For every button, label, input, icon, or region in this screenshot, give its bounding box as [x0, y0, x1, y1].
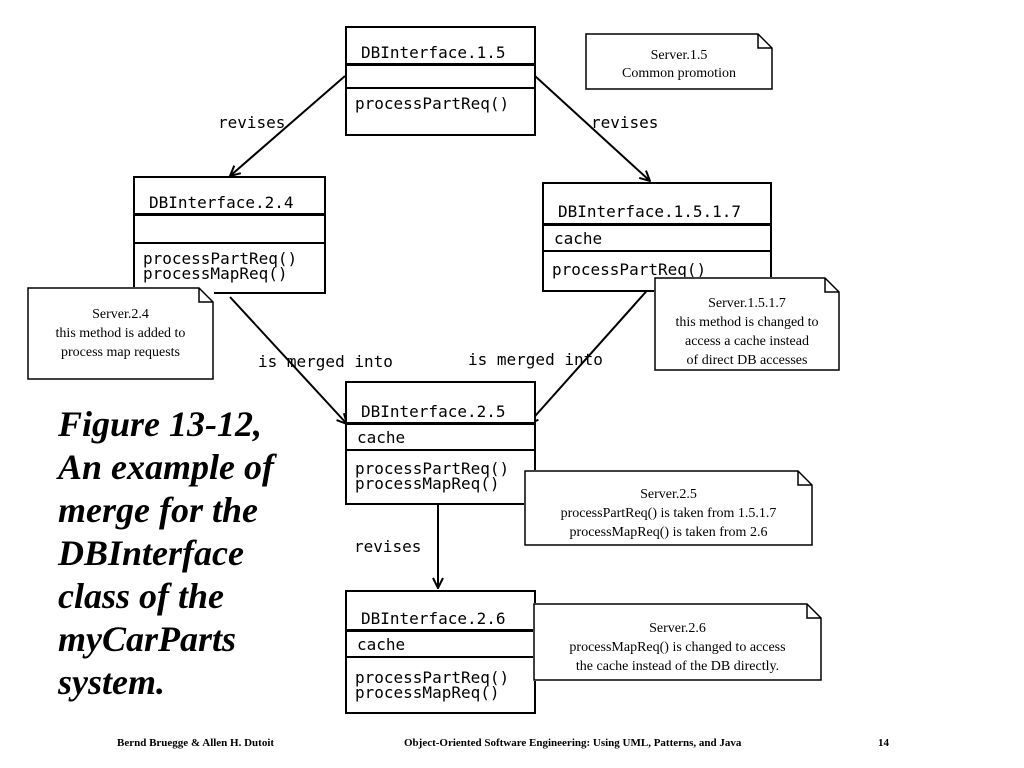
class-dbinterface-2-5[interactable]: DBInterface.2.5 cache processPartReq() p… — [345, 381, 536, 505]
note-line: process map requests — [61, 345, 180, 360]
note-server-2-6: Server.2.6 processMapReq() is changed to… — [533, 603, 822, 681]
figure-caption: Figure 13-12, An example of merge for th… — [58, 403, 318, 704]
operation: processPartReq() — [143, 249, 298, 268]
class-name: DBInterface.2.5 — [347, 383, 534, 425]
note-line: this method is added to — [55, 326, 186, 341]
note-title: Server.2.4 — [92, 307, 149, 322]
class-attributes: cache — [544, 226, 770, 252]
class-dbinterface-1-5[interactable]: DBInterface.1.5 processPartReq() — [345, 26, 536, 136]
note-frame — [27, 287, 214, 380]
class-name: DBInterface.1.5 — [347, 28, 534, 66]
caption-line: Figure 13-12, — [58, 404, 263, 444]
class-attributes — [135, 216, 324, 244]
class-name: DBInterface.1.5.1.7 — [544, 184, 770, 226]
operation: processMapReq() — [355, 683, 500, 702]
class-dbinterface-2-4[interactable]: DBInterface.2.4 processPartReq() process… — [133, 176, 326, 294]
class-attributes: cache — [347, 632, 534, 658]
note-line: this method is changed to — [675, 315, 819, 330]
caption-line: class of the — [58, 576, 224, 616]
footer-authors: Bernd Bruegge & Allen H. Dutoit — [117, 737, 275, 749]
edge-revises-right — [534, 75, 650, 181]
note-server-1-5: Server.1.5 Common promotion — [585, 33, 773, 90]
note-line: processMapReq() is changed to access — [569, 640, 786, 655]
footer-page-number: 14 — [878, 737, 889, 749]
class-operations: processPartReq() processMapReq() — [347, 451, 534, 493]
class-dbinterface-2-6[interactable]: DBInterface.2.6 cache processPartReq() p… — [345, 590, 536, 714]
note-title: Server.2.5 — [640, 487, 697, 502]
class-operations: processPartReq() — [347, 89, 534, 113]
note-title: Server.2.6 — [649, 621, 706, 636]
note-title: Server.1.5 — [650, 48, 708, 63]
note-line: of direct DB accesses — [686, 353, 808, 368]
footer-book-title: Object-Oriented Software Engineering: Us… — [404, 737, 742, 749]
note-title: Server.1.5.1.7 — [708, 296, 786, 311]
class-name: DBInterface.2.4 — [135, 178, 324, 216]
operation: processMapReq() — [143, 264, 288, 283]
operation: processPartReq() — [355, 94, 510, 113]
class-name: DBInterface.2.6 — [347, 592, 534, 632]
class-operations: processPartReq() processMapReq() — [135, 244, 324, 283]
edge-label-revises-bottom: revises — [354, 537, 422, 556]
edge-label-revises-left: revises — [218, 113, 286, 132]
note-frame — [533, 603, 822, 681]
note-frame — [654, 277, 840, 371]
note-server-2-5: Server.2.5 processPartReq() is taken fro… — [524, 470, 813, 546]
note-server-1-5-1-7: Server.1.5.1.7 this method is changed to… — [654, 277, 840, 371]
operation: processMapReq() — [355, 474, 500, 493]
edge-label-merged-right: is merged into — [468, 350, 603, 369]
caption-line: system. — [58, 662, 165, 702]
caption-line: myCarParts — [58, 619, 237, 659]
edge-merged-left — [229, 296, 347, 424]
edge-label-revises-right: revises — [591, 113, 659, 132]
class-attributes — [347, 66, 534, 89]
edge-revises-left — [230, 75, 346, 176]
note-line: Common promotion — [622, 66, 736, 81]
note-server-2-4: Server.2.4 this method is added to proce… — [27, 287, 214, 380]
note-line: processMapReq() is taken from 2.6 — [569, 525, 768, 540]
class-operations: processPartReq() processMapReq() — [347, 658, 534, 702]
note-line: the cache instead of the DB directly. — [575, 659, 780, 674]
class-operations: processPartReq() — [544, 252, 770, 279]
caption-line: merge for the — [58, 490, 258, 530]
edge-label-merged-left: is merged into — [258, 352, 393, 371]
edge-merged-right — [528, 284, 653, 424]
caption-line: An example of — [58, 447, 274, 487]
caption-line: DBInterface — [58, 533, 244, 573]
note-line: processPartReq() is taken from 1.5.1.7 — [560, 506, 777, 521]
operation: processPartReq() — [552, 260, 707, 279]
operation: processPartReq() — [355, 459, 510, 478]
class-attributes: cache — [347, 425, 534, 451]
note-line: access a cache instead — [685, 334, 809, 349]
note-frame — [524, 470, 813, 546]
class-dbinterface-1-5-1-7[interactable]: DBInterface.1.5.1.7 cache processPartReq… — [542, 182, 772, 292]
operation: processPartReq() — [355, 668, 510, 687]
note-frame — [585, 33, 773, 90]
